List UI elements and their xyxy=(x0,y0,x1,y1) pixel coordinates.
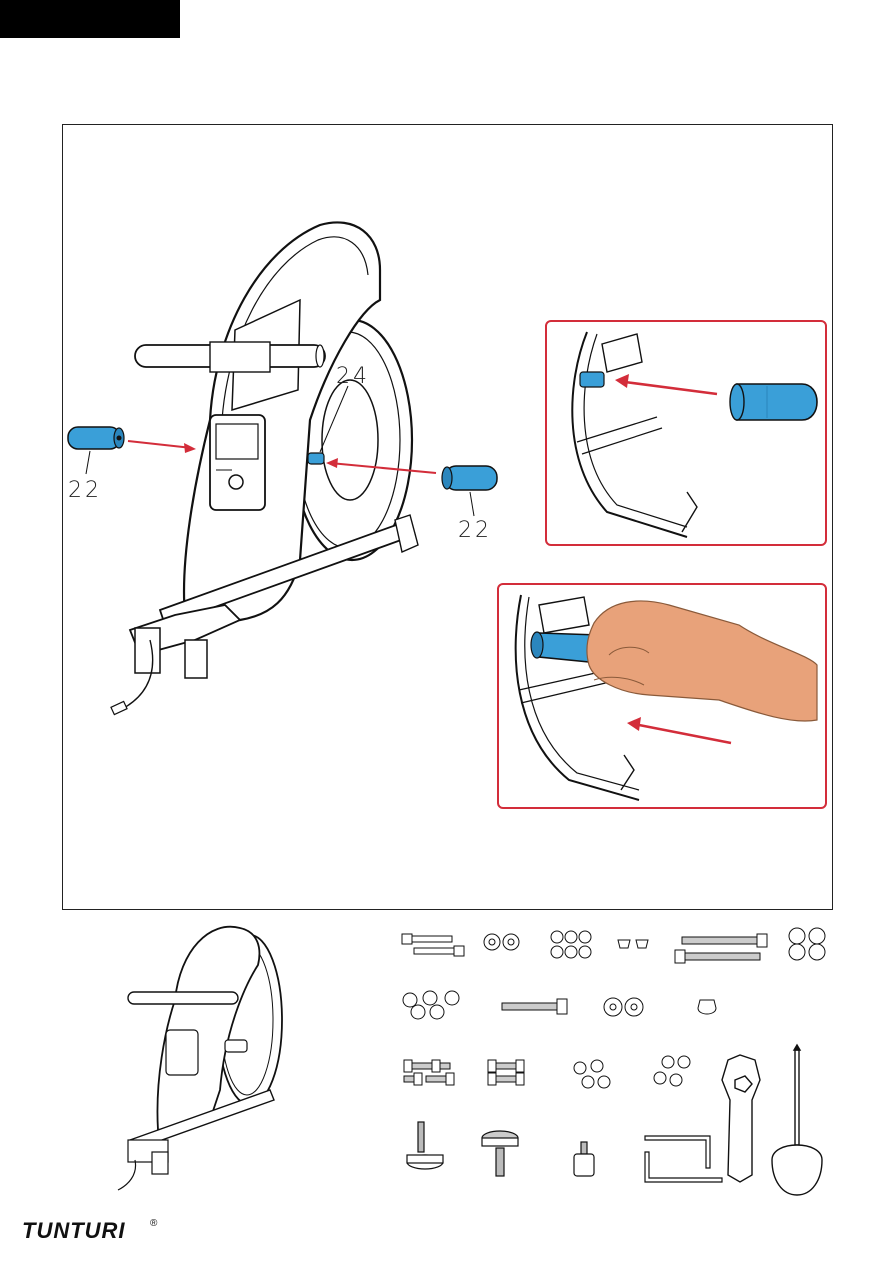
leveling-foot-icon xyxy=(407,1122,443,1169)
large-washer-set-icon xyxy=(789,928,825,960)
short-bolt-pair-icon xyxy=(488,1060,524,1085)
knob-screw-icon xyxy=(482,1131,518,1176)
flat-washer-pair-icon xyxy=(604,998,643,1016)
brand-logo: TUNTURI xyxy=(22,1218,126,1244)
single-bolt-icon xyxy=(502,999,567,1014)
washer-set-small-icon xyxy=(654,1056,690,1086)
spring-washer-set-icon xyxy=(551,931,591,958)
short-bolt-set-icon xyxy=(404,1060,454,1085)
washer-pair-icon xyxy=(484,934,519,950)
cap-nut-pair-icon xyxy=(618,940,648,948)
allen-key-set-icon xyxy=(645,1136,722,1182)
combination-wrench-icon xyxy=(722,1055,760,1182)
registered-mark: ® xyxy=(150,1218,157,1229)
bolt-pair-icon xyxy=(402,934,464,956)
long-bolt-pair-icon xyxy=(675,934,767,963)
acorn-nut-icon xyxy=(698,1000,716,1014)
lock-washer-set-icon xyxy=(574,1060,610,1088)
rubber-bumper-icon xyxy=(574,1142,594,1176)
screwdriver-wrench-icon xyxy=(772,1045,822,1195)
washer-set-icon xyxy=(403,991,459,1019)
